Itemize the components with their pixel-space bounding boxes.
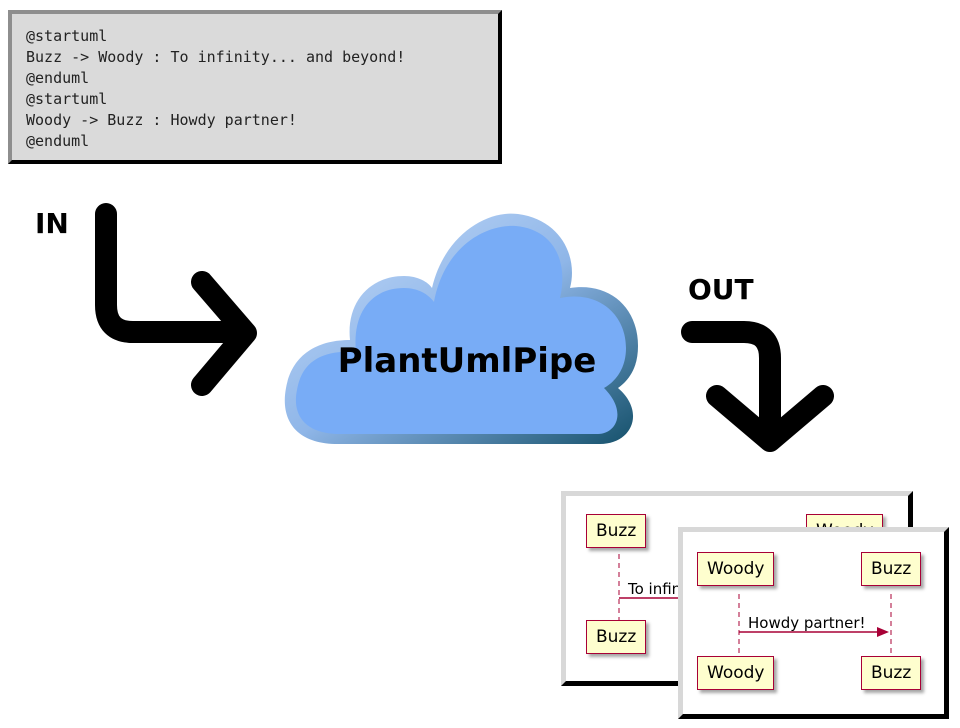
- source-code-box: @startuml Buzz -> Woody : To infinity...…: [8, 10, 502, 164]
- code-line: @startuml: [26, 90, 108, 108]
- cloud-icon: [284, 213, 638, 444]
- actor-buzz-bottom: Buzz: [861, 656, 922, 690]
- code-line: @startuml: [26, 27, 108, 45]
- message-label-2: Howdy partner!: [748, 614, 866, 632]
- cloud-label: PlantUmlPipe: [338, 341, 597, 381]
- actor-buzz-bottom: Buzz: [586, 620, 647, 654]
- actor-buzz-top: Buzz: [586, 514, 647, 548]
- lifelines-2: [738, 594, 892, 660]
- message-label-1: To infin: [628, 580, 682, 598]
- source-code: @startuml Buzz -> Woody : To infinity...…: [12, 14, 498, 152]
- code-line: Woody -> Buzz : Howdy partner!: [26, 111, 297, 129]
- code-line: @enduml: [26, 132, 90, 150]
- in-label: IN: [35, 207, 69, 240]
- out-label: OUT: [688, 273, 754, 306]
- in-arrow-icon: [95, 203, 257, 396]
- actor-woody-top: Woody: [697, 552, 775, 586]
- code-line: Buzz -> Woody : To infinity... and beyon…: [26, 48, 406, 66]
- actor-woody-bottom: Woody: [697, 656, 775, 690]
- output-diagram-2: Woody Buzz Howdy partner! Woody Buzz: [678, 527, 949, 719]
- code-line: @enduml: [26, 69, 90, 87]
- actor-buzz-top: Buzz: [861, 552, 922, 586]
- out-arrow-icon: [681, 321, 834, 452]
